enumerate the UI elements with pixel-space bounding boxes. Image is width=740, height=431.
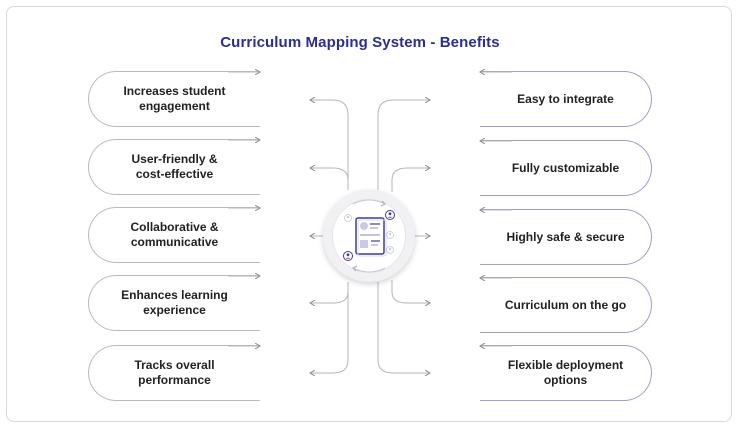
benefit-left-5-label: Tracks overall performance bbox=[134, 358, 215, 387]
benefit-left-5: Tracks overall performance bbox=[88, 345, 260, 401]
benefit-right-3-label: Highly safe & secure bbox=[506, 229, 625, 244]
benefit-left-1: Increases student engagement bbox=[88, 71, 260, 127]
user-icon bbox=[343, 251, 353, 261]
user-icon bbox=[386, 231, 394, 239]
benefit-right-5: Flexible deployment options bbox=[480, 345, 652, 401]
user-icon bbox=[385, 210, 395, 220]
left-connector-5 bbox=[310, 292, 349, 373]
user-icon bbox=[386, 246, 394, 254]
right-connector-2 bbox=[391, 168, 430, 192]
left-connector-1 bbox=[310, 100, 349, 190]
benefit-right-4-label: Curriculum on the go bbox=[504, 297, 627, 312]
left-connector-4 bbox=[310, 282, 349, 303]
benefit-left-4: Enhances learning experience bbox=[88, 275, 260, 331]
left-connector-2 bbox=[310, 168, 349, 181]
benefit-right-3: Highly safe & secure bbox=[480, 209, 652, 265]
benefit-right-1-label: Easy to integrate bbox=[517, 91, 614, 106]
right-connector-4 bbox=[391, 280, 430, 303]
benefit-left-3: Collaborative & communicative bbox=[88, 207, 260, 263]
right-connector-1 bbox=[377, 100, 430, 190]
benefit-left-2: User-friendly & cost-effective bbox=[88, 139, 260, 195]
benefit-left-3-label: Collaborative & communicative bbox=[130, 220, 219, 249]
curriculum-document-icon bbox=[343, 199, 395, 273]
benefit-right-5-label: Flexible deployment options bbox=[507, 358, 624, 387]
benefit-right-1: Easy to integrate bbox=[480, 71, 652, 127]
diagram-title: Curriculum Mapping System - Benefits bbox=[220, 34, 500, 51]
benefit-left-4-label: Enhances learning experience bbox=[121, 288, 228, 317]
benefit-right-2: Fully customizable bbox=[480, 140, 652, 196]
benefit-left-2-label: User-friendly & cost-effective bbox=[131, 152, 218, 181]
benefit-left-1-label: Increases student engagement bbox=[123, 84, 226, 113]
user-icon bbox=[344, 214, 352, 222]
benefit-right-4: Curriculum on the go bbox=[480, 277, 652, 333]
benefit-right-2-label: Fully customizable bbox=[511, 160, 620, 175]
right-connector-5 bbox=[377, 282, 430, 373]
